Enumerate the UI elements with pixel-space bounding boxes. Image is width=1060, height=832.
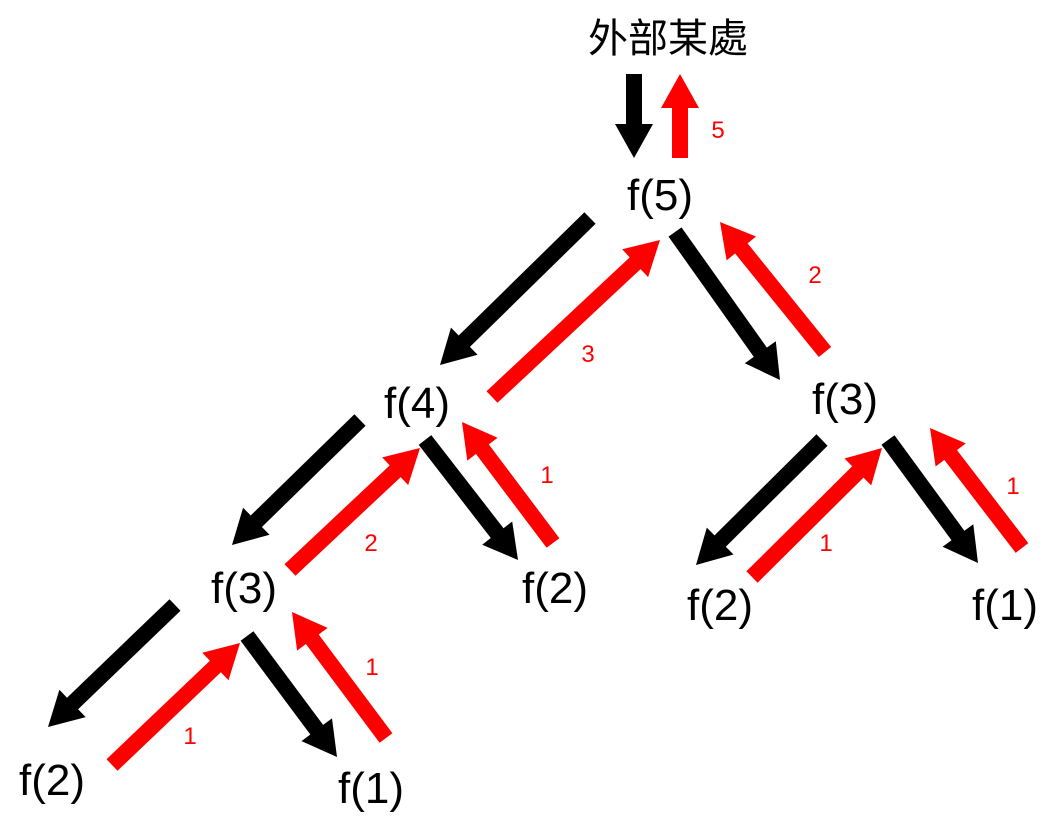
return-value-f1-to-f3-left: 1 — [365, 654, 378, 681]
call-arrow-f3r-to-f1 — [881, 435, 978, 563]
node-f2-right: f(2) — [687, 581, 753, 630]
return-arrow-f2-to-f4 — [462, 422, 560, 548]
return-arrow-f4-to-f5 — [486, 240, 660, 403]
call-arrow-f5-to-f4 — [440, 212, 596, 365]
call-arrow-f4-to-f2 — [418, 435, 518, 560]
return-value-f2-to-f3-right: 1 — [819, 530, 832, 557]
call-arrow-outside-to-f5 — [615, 74, 653, 158]
node-f2-middle: f(2) — [522, 564, 588, 613]
call-arrow-f3r-to-f2 — [696, 434, 828, 565]
return-value-f1-to-f3-right: 1 — [1006, 473, 1019, 500]
node-f2-bottom-left: f(2) — [19, 756, 85, 805]
call-arrow-f5-to-f3 — [668, 227, 780, 380]
return-value-f2-to-f4: 1 — [540, 462, 553, 489]
return-arrow-f1-to-f3 — [292, 612, 393, 743]
call-arrow-f3-to-f2 — [48, 599, 181, 727]
return-arrow-f1-to-f3r — [930, 428, 1029, 553]
return-arrow-f2-to-f3r — [746, 448, 882, 583]
return-arrow-f3-to-f4 — [284, 448, 420, 576]
arrow-layer — [48, 74, 1029, 771]
call-arrow-f3-to-f1 — [240, 631, 337, 757]
return-value-f4-to-f5: 3 — [581, 341, 594, 368]
return-value-top: 5 — [711, 117, 724, 144]
return-arrow-f3-to-f5 — [720, 222, 832, 357]
node-f4: f(4) — [384, 379, 450, 428]
return-arrow-f2-to-f3 — [106, 643, 240, 771]
return-value-f3-to-f4: 2 — [364, 530, 377, 557]
return-value-f3-to-f5: 2 — [808, 262, 821, 289]
return-value-f2-to-f3-left: 1 — [183, 723, 196, 750]
node-f1-right: f(1) — [972, 581, 1038, 630]
node-f3-left: f(3) — [211, 564, 277, 613]
node-f3-right: f(3) — [812, 375, 878, 424]
outside-caller-label: 外部某處 — [588, 16, 748, 62]
label-layer: 外部某處 f(5) f(4) f(3) f(3) f(2) f(1) f(2) … — [19, 16, 1038, 813]
call-arrow-f4-to-f3 — [232, 414, 366, 545]
return-arrow-f5-to-outside — [661, 74, 699, 158]
node-f5: f(5) — [627, 171, 693, 220]
node-f1-bottom: f(1) — [338, 764, 404, 813]
